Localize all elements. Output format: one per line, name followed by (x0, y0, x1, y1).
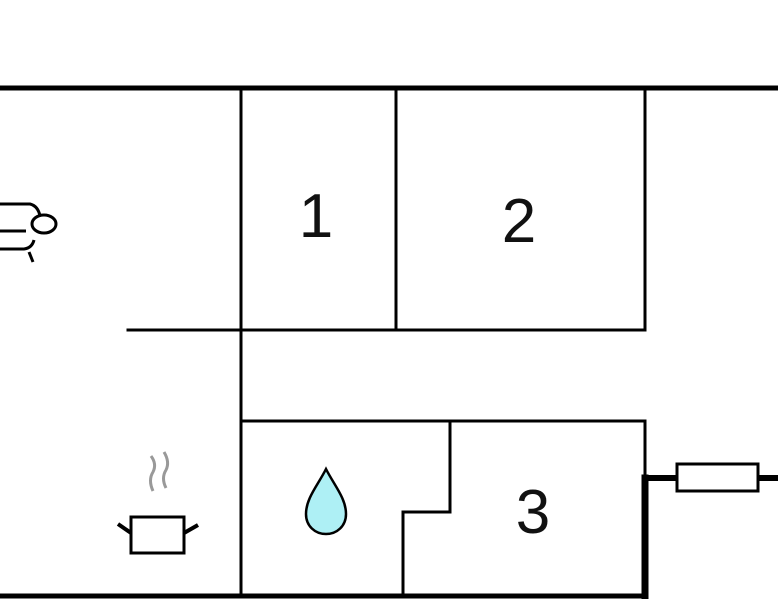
wall (401, 421, 452, 596)
water-drop-icon (304, 466, 348, 536)
window-icon (675, 462, 760, 493)
sofa-icon (0, 202, 58, 263)
walls (0, 85, 778, 599)
room-label-2: 2 (502, 187, 536, 256)
room-label-1: 1 (299, 182, 333, 251)
cooking-pot-icon (116, 451, 199, 555)
room-label-3: 3 (516, 478, 550, 547)
